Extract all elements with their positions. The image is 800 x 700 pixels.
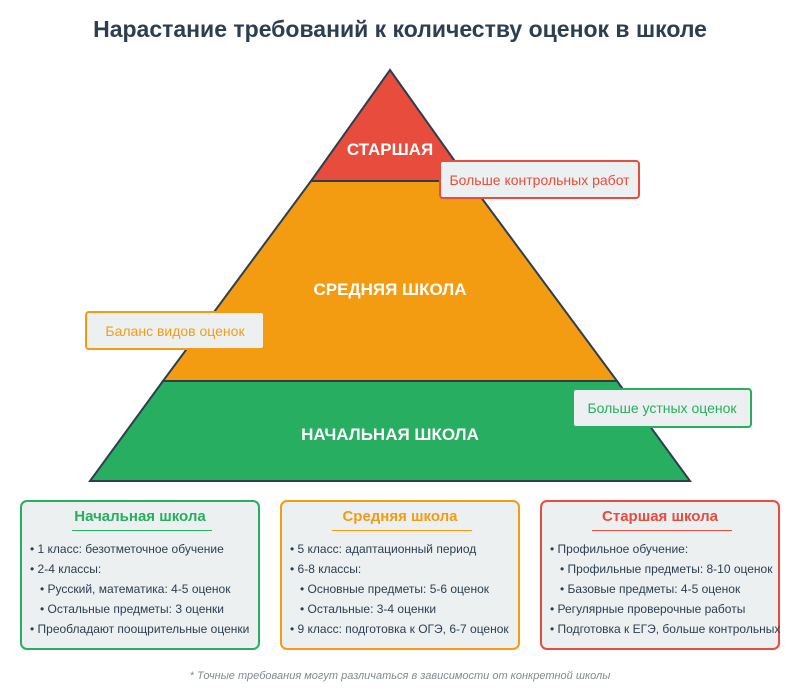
footnote: * Точные требования могут различаться в … <box>189 670 611 682</box>
note-middle: Баланс видов оценок <box>85 311 265 350</box>
note-bottom: Больше устных оценок <box>572 388 752 428</box>
card-title: Начальная школа <box>74 508 206 525</box>
list-item: • 9 класс: подготовка к ОГЭ, 6-7 оценок <box>290 622 509 636</box>
list-item: • Профильное обучение: <box>550 542 689 556</box>
card-title: Старшая школа <box>602 508 718 525</box>
list-item: • Преобладают поощрительные оценки <box>30 622 250 636</box>
list-item: • Остальные предметы: 3 оценки <box>40 602 224 616</box>
card-middle-school: Средняя школа • 5 класс: адаптационный п… <box>280 500 520 650</box>
list-item: • 6-8 классы: <box>290 562 362 576</box>
list-item: • Профильные предметы: 8-10 оценок <box>560 562 773 576</box>
list-item: • Основные предметы: 5-6 оценок <box>300 582 490 596</box>
card-list: • 5 класс: адаптационный период • 6-8 кл… <box>290 539 516 639</box>
card-divider <box>72 530 212 531</box>
list-item: • Подготовка к ЕГЭ, больше контрольных <box>550 622 781 636</box>
card-divider <box>592 530 732 531</box>
list-item: • Русский, математика: 4-5 оценок <box>40 582 231 596</box>
pyramid-diagram: СТАРШАЯ СРЕДНЯЯ ШКОЛА НАЧАЛЬНАЯ ШКОЛА <box>88 68 692 482</box>
card-title: Средняя школа <box>342 508 458 525</box>
pyramid-label-bottom: НАЧАЛЬНАЯ ШКОЛА <box>301 425 479 444</box>
card-divider <box>332 530 472 531</box>
list-item: • 1 класс: безотметочное обучение <box>30 542 224 556</box>
card-list: • 1 класс: безотметочное обучение • 2-4 … <box>30 539 256 639</box>
card-senior-school: Старшая школа • Профильное обучение: • П… <box>540 500 780 650</box>
pyramid-level-bottom <box>88 380 692 482</box>
list-item: • 5 класс: адаптационный период <box>290 542 477 556</box>
page-title: Нарастание требований к количеству оцено… <box>93 16 707 42</box>
list-item: • Базовые предметы: 4-5 оценок <box>560 582 741 596</box>
note-top: Больше контрольных работ <box>439 160 640 199</box>
pyramid-label-top: СТАРШАЯ <box>347 140 433 159</box>
list-item: • Регулярные проверочные работы <box>550 602 746 616</box>
card-list: • Профильное обучение: • Профильные пред… <box>550 539 781 639</box>
list-item: • 2-4 классы: <box>30 562 102 576</box>
pyramid-label-middle: СРЕДНЯЯ ШКОЛА <box>314 280 467 299</box>
card-primary-school: Начальная школа • 1 класс: безотметочное… <box>20 500 260 650</box>
list-item: • Остальные: 3-4 оценки <box>300 602 437 616</box>
